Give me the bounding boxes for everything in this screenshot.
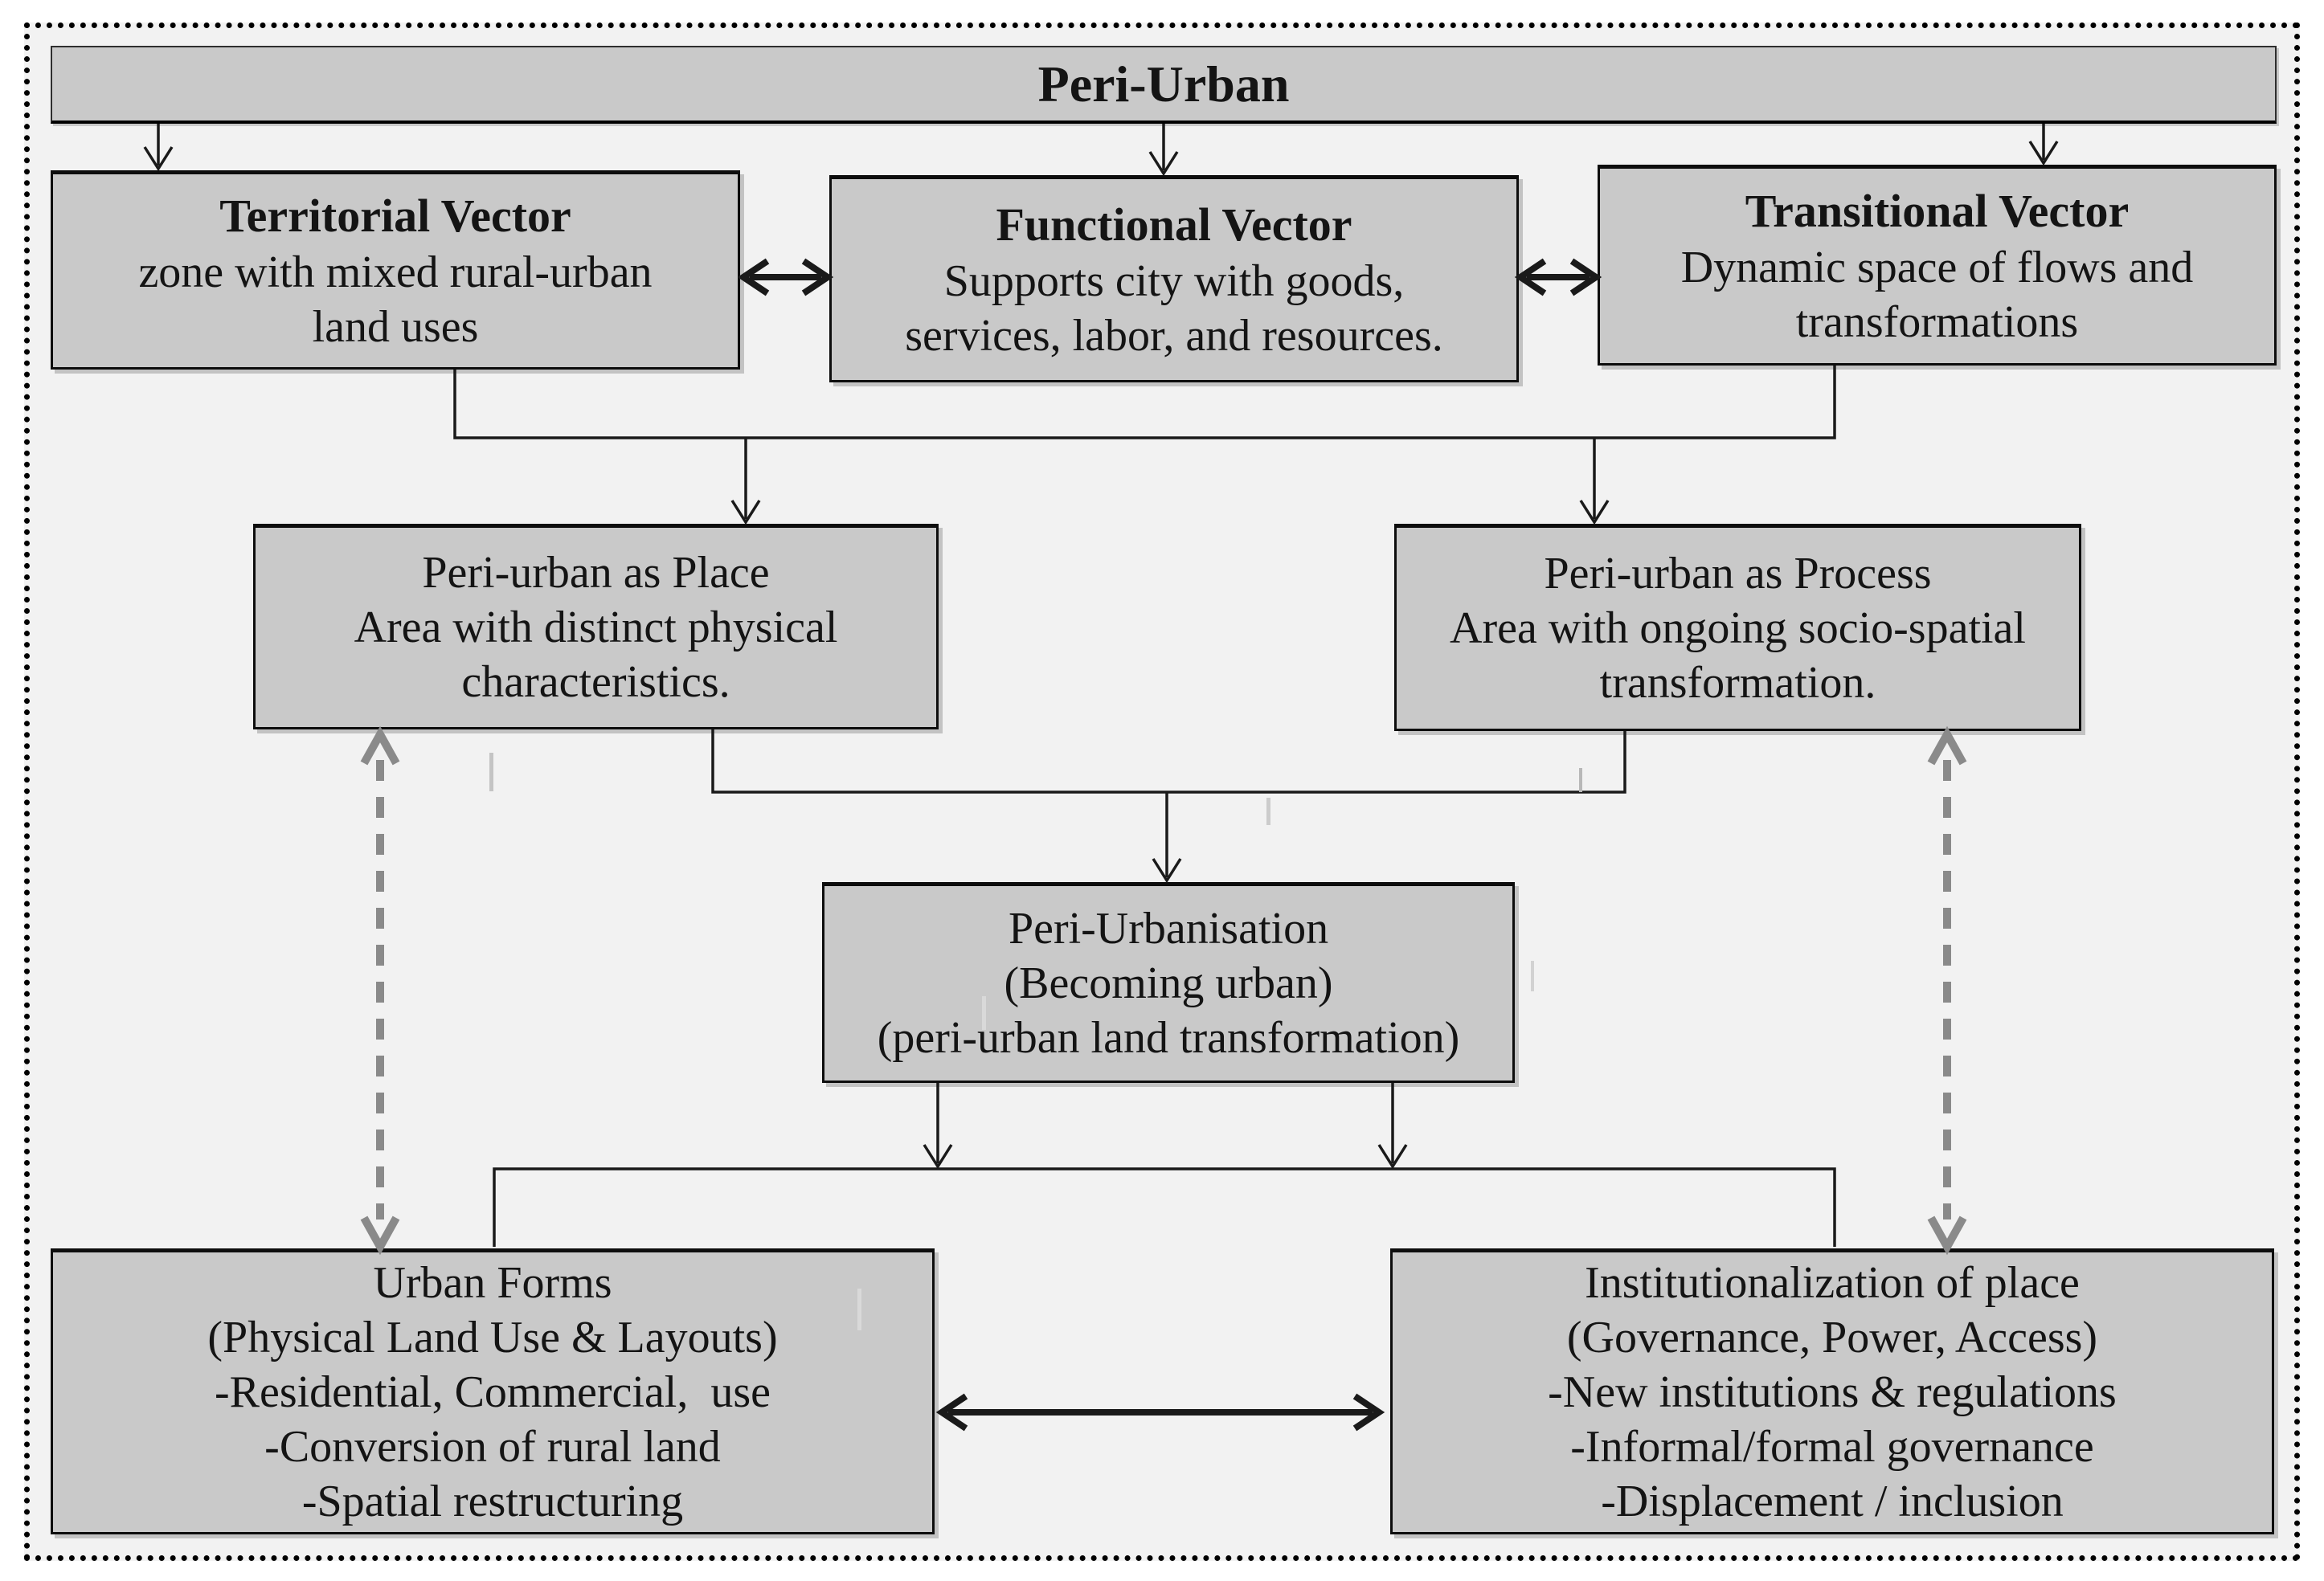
node-text-line: (peri-urban land transformation): [877, 1013, 1460, 1063]
node-text-line: characteristics.: [461, 657, 730, 707]
node-peri-urbanisation: Peri-Urbanisation (Becoming urban) (peri…: [822, 882, 1515, 1083]
double-arrow-functional-transitional: [1514, 258, 1602, 296]
banner-title: Peri-Urban: [1037, 55, 1290, 112]
node-text-line: services, labor, and resources.: [905, 311, 1443, 361]
arrow-banner-to-territorial: [143, 124, 174, 172]
node-text-line: zone with mixed rural-urban: [138, 247, 653, 297]
node-text-line: Peri-Urbanisation: [1008, 904, 1329, 954]
arrow-periurbanisation-left: [923, 1083, 953, 1170]
scan-artifact: [1579, 768, 1582, 792]
node-text-line: Supports city with goods,: [943, 256, 1405, 306]
node-text-line: (Governance, Power, Access): [1566, 1313, 2098, 1362]
node-title: Transitional Vector: [1745, 185, 2130, 237]
node-text-line: Urban Forms: [373, 1258, 612, 1308]
node-text-line: -Spatial restructuring: [301, 1477, 684, 1526]
arrow-banner-to-transitional: [2028, 124, 2059, 166]
node-text-line: (Becoming urban): [1004, 958, 1333, 1008]
node-text-line: Peri-urban as Place: [422, 548, 770, 598]
node-text-line: transformations: [1795, 297, 2079, 347]
node-urban-forms: Urban Forms (Physical Land Use & Layouts…: [51, 1248, 935, 1534]
node-text-line: -Conversion of rural land: [264, 1422, 721, 1472]
node-text-line: Peri-urban as Process: [1544, 549, 1932, 598]
node-text-line: -Informal/formal governance: [1570, 1422, 2094, 1472]
arrow-banner-to-functional: [1148, 124, 1179, 177]
node-text-line: Dynamic space of flows and: [1680, 243, 2194, 292]
node-text-line: -Residential, Commercial, use: [214, 1367, 771, 1417]
double-arrow-forms-institutionalization: [935, 1393, 1385, 1432]
double-arrow-territorial-functional: [737, 258, 834, 296]
dashed-arrow-process-institutionalization: [1927, 725, 1967, 1256]
node-text-line: Area with distinct physical: [354, 603, 838, 652]
arrow-bus-to-place: [730, 438, 761, 525]
node-text-line: Institutionalization of place: [1585, 1258, 2080, 1308]
node-text-line: -Displacement / inclusion: [1601, 1477, 2064, 1526]
node-text-line: transformation.: [1599, 658, 1876, 708]
scan-artifact: [982, 996, 986, 1030]
scan-artifact: [1531, 961, 1534, 991]
node-peri-urban-as-place: Peri-urban as Place Area with distinct p…: [253, 524, 939, 729]
node-text-line: land uses: [312, 302, 479, 352]
node-text-line: -New institutions & regulations: [1548, 1367, 2117, 1417]
node-text-line: (Physical Land Use & Layouts): [207, 1313, 778, 1362]
node-title: Territorial Vector: [219, 190, 571, 242]
node-territorial-vector: Territorial Vector zone with mixed rural…: [51, 170, 740, 370]
arrow-to-periurbanisation: [1152, 792, 1182, 884]
node-functional-vector: Functional Vector Supports city with goo…: [829, 175, 1519, 382]
bus-vectors-to-concepts: [453, 366, 1836, 439]
scan-artifact: [857, 1289, 861, 1330]
scan-artifact: [1266, 798, 1270, 825]
node-title: Functional Vector: [996, 198, 1352, 251]
dashed-arrow-place-urban-forms: [360, 725, 400, 1256]
bus-to-outcomes: [493, 1167, 1836, 1247]
bus-concepts-to-periurbanisation: [711, 729, 1626, 794]
arrow-periurbanisation-right: [1377, 1083, 1408, 1170]
node-transitional-vector: Transitional Vector Dynamic space of flo…: [1598, 165, 2277, 366]
node-text-line: Area with ongoing socio-spatial: [1450, 603, 2026, 653]
node-peri-urban-as-process: Peri-urban as Process Area with ongoing …: [1394, 524, 2081, 731]
node-peri-urban-banner: Peri-Urban: [51, 46, 2277, 124]
scan-artifact: [489, 753, 493, 791]
arrow-bus-to-process: [1579, 438, 1610, 525]
node-institutionalization-of-place: Institutionalization of place (Governanc…: [1390, 1248, 2274, 1534]
